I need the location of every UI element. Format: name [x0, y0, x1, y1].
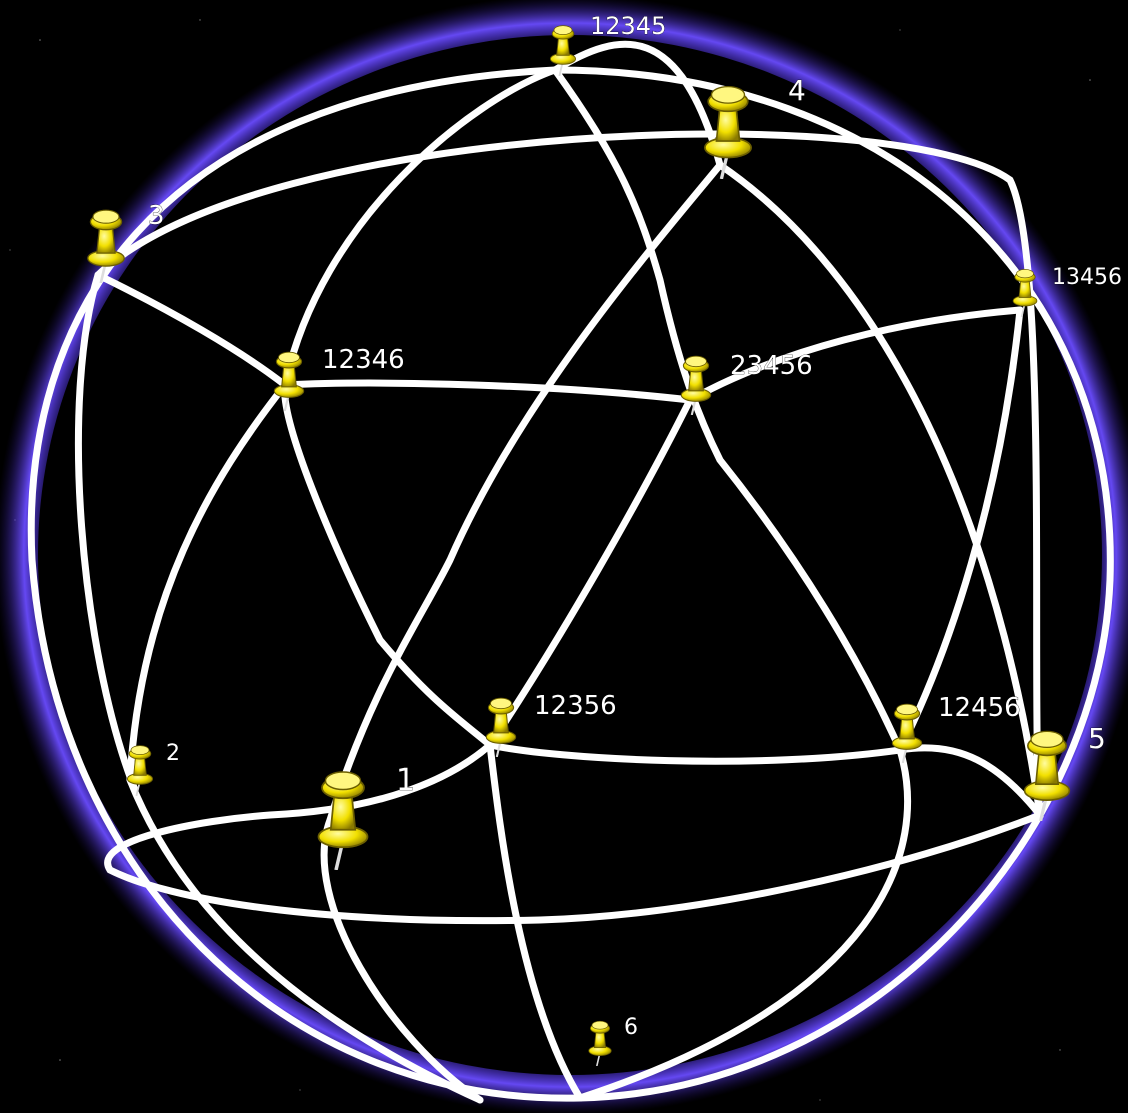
pin-label: 5 — [1088, 722, 1106, 755]
pin-label: 2 — [166, 741, 180, 766]
pin-label: 12345 — [590, 12, 666, 40]
pin-label: 13456 — [1052, 265, 1122, 290]
pin-label: 12346 — [322, 345, 405, 375]
pin-label: 4 — [788, 74, 806, 107]
pin-label: 3 — [148, 201, 165, 231]
pin-label: 1 — [396, 763, 415, 798]
pin-label: 6 — [624, 1015, 638, 1040]
pin-label: 12456 — [938, 693, 1021, 723]
pin-label: 23456 — [730, 351, 813, 381]
pin-label: 12356 — [534, 691, 617, 721]
